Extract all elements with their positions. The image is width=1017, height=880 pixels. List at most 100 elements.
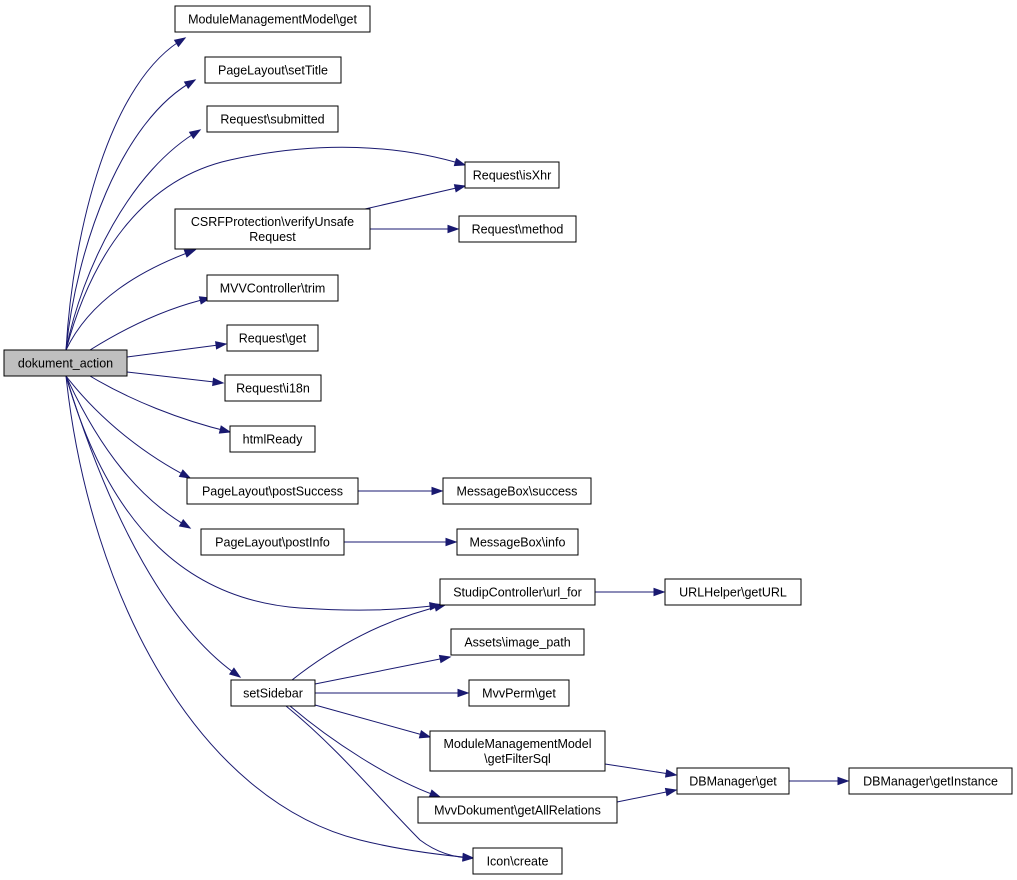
node-label: Request\isXhr (473, 169, 552, 183)
node-mb-success[interactable]: MessageBox\success (442, 477, 592, 505)
node-label: \getFilterSql (484, 752, 551, 766)
node-dbm-instance[interactable]: DBManager\getInstance (848, 767, 1013, 795)
node-box (450, 628, 585, 656)
arrowhead (212, 377, 225, 387)
node-box (464, 161, 560, 189)
edge-line (89, 297, 211, 351)
node-setsidebar[interactable]: setSidebar (230, 679, 316, 707)
node-assets-img[interactable]: Assets\image_path (450, 628, 585, 656)
node-box (204, 56, 342, 84)
node-box (468, 679, 570, 707)
node-label: MessageBox\success (457, 485, 578, 499)
node-label: URLHelper\getURL (679, 586, 787, 600)
node-label: PageLayout\postSuccess (202, 485, 343, 499)
edge-csrf-to-req_isxhr (364, 184, 467, 210)
node-req-isxhr[interactable]: Request\isXhr (464, 161, 560, 189)
node-label: MvvPerm\get (482, 687, 556, 701)
arrowhead (664, 787, 678, 797)
node-mvvperm-get[interactable]: MvvPerm\get (468, 679, 570, 707)
edge-line (65, 37, 186, 351)
edge-mvvdok_rel-to-dbm_get (616, 787, 678, 803)
node-dbm-get[interactable]: DBManager\get (676, 767, 790, 795)
edge-line (126, 343, 227, 358)
node-mvvdok-rel[interactable]: MvvDokument\getAllRelations (417, 796, 618, 824)
node-label: PageLayout\postInfo (215, 536, 330, 550)
node-icon-create[interactable]: Icon\create (472, 847, 563, 875)
node-label: Request\i18n (236, 382, 310, 396)
node-label: Request\method (472, 223, 564, 237)
node-req-submitted[interactable]: Request\submitted (206, 105, 339, 133)
node-box (456, 528, 579, 556)
arrowhead (188, 129, 202, 140)
node-mmm-filtersql[interactable]: ModuleManagementModel\getFilterSql (429, 730, 606, 772)
edge-line (126, 371, 224, 384)
node-req-method[interactable]: Request\method (458, 215, 577, 243)
node-box (230, 679, 316, 707)
node-pl-postsuccess[interactable]: PageLayout\postSuccess (186, 477, 359, 505)
node-label: ModuleManagementModel\get (188, 13, 357, 27)
node-label: DBManager\getInstance (863, 775, 998, 789)
arrowhead (837, 776, 850, 786)
edge-root-to-mvv_trim (89, 296, 212, 351)
edge-line (289, 705, 441, 798)
edges-layer (65, 37, 850, 862)
node-pl-settitle[interactable]: PageLayout\setTitle (204, 56, 342, 84)
node-label: setSidebar (243, 687, 303, 701)
arrowhead (445, 537, 458, 547)
arrowhead (462, 853, 475, 862)
edge-dbm_get-to-dbm_instance (789, 776, 850, 786)
edge-root-to-mmm_get (65, 37, 187, 351)
node-req-i18n[interactable]: Request\i18n (224, 374, 322, 402)
node-htmlready[interactable]: htmlReady (229, 425, 316, 453)
edge-pl_postinfo-to-mb_info (344, 537, 458, 547)
edge-line (314, 704, 431, 738)
edge-root-to-req_get (126, 341, 228, 358)
node-box (429, 730, 606, 772)
node-sc-urlfor[interactable]: StudipController\url_for (439, 578, 596, 606)
node-root[interactable]: dokument_action (3, 349, 128, 377)
node-mb-info[interactable]: MessageBox\info (456, 528, 579, 556)
node-box (229, 425, 316, 453)
node-box (664, 578, 802, 606)
node-label: CSRFProtection\verifyUnsafe (191, 215, 354, 229)
node-box (174, 5, 371, 33)
node-label: dokument_action (18, 357, 113, 371)
edge-line (65, 375, 241, 678)
node-label: Icon\create (487, 855, 549, 869)
node-req-get[interactable]: Request\get (226, 324, 319, 352)
arrowhead (457, 688, 470, 698)
node-mmm-get[interactable]: ModuleManagementModel\get (174, 5, 371, 33)
arrowhead (215, 341, 228, 350)
node-urlhelper[interactable]: URLHelper\getURL (664, 578, 802, 606)
edge-root-to-htmlready (89, 375, 232, 434)
edge-line (364, 185, 466, 210)
node-label: Assets\image_path (464, 636, 570, 650)
node-label: StudipController\url_for (453, 586, 582, 600)
node-label: DBManager\get (689, 775, 777, 789)
node-box (186, 477, 359, 505)
node-box (224, 374, 322, 402)
node-label: PageLayout\setTitle (218, 64, 328, 78)
node-mvv-trim[interactable]: MVVController\trim (206, 274, 339, 302)
edge-pl_postsuccess-to-mb_success (358, 486, 444, 496)
arrowhead (447, 224, 460, 234)
edge-mmm_filtersql-to-dbm_get (604, 763, 678, 778)
arrowhead (428, 789, 442, 798)
edge-line (65, 375, 474, 859)
edge-root-to-pl_postinfo (65, 375, 192, 529)
node-label: ModuleManagementModel (443, 737, 591, 751)
node-box (848, 767, 1013, 795)
node-box (417, 796, 618, 824)
edge-setsidebar-to-mvvperm_get (315, 688, 470, 698)
edge-root-to-req_isxhr (65, 146, 467, 351)
node-label: MvvDokument\getAllRelations (434, 804, 601, 818)
edge-root-to-pl_postsuccess (65, 375, 192, 479)
arrowhead (183, 249, 197, 258)
edge-setsidebar-to-assets_img (314, 654, 452, 685)
edge-root-to-csrf (65, 249, 197, 351)
node-pl-postinfo[interactable]: PageLayout\postInfo (200, 528, 345, 556)
arrowhead (178, 469, 192, 479)
arrowhead (438, 654, 452, 664)
edge-root-to-req_i18n (126, 371, 225, 387)
